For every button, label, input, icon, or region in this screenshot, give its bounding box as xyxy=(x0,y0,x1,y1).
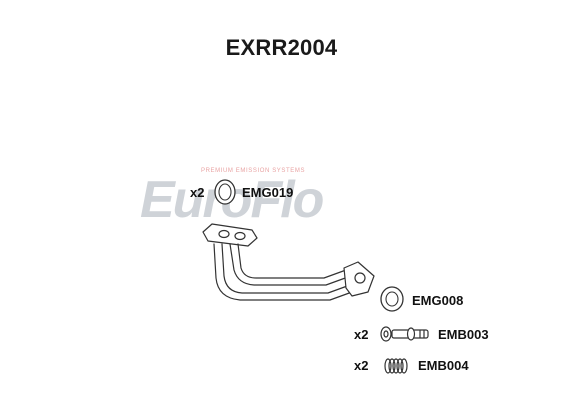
emg019-qty: x2 xyxy=(190,185,205,200)
gasket-ring-icon xyxy=(380,286,404,312)
emg019-code: EMG019 xyxy=(242,185,294,200)
emb003-qty: x2 xyxy=(354,327,369,342)
gasket-ring-icon xyxy=(214,179,236,205)
emb004-qty: x2 xyxy=(354,358,369,373)
emb003-code: EMB003 xyxy=(438,327,489,342)
watermark-tagline: PREMIUM EMISSION SYSTEMS xyxy=(201,168,306,174)
emg008-code: EMG008 xyxy=(412,293,464,308)
page-title: EXRR2004 xyxy=(225,35,338,60)
bolt-icon xyxy=(380,326,429,342)
emb004-code: EMB004 xyxy=(418,358,469,373)
spring-icon xyxy=(384,358,408,374)
front-pipe-drawing xyxy=(202,223,375,301)
